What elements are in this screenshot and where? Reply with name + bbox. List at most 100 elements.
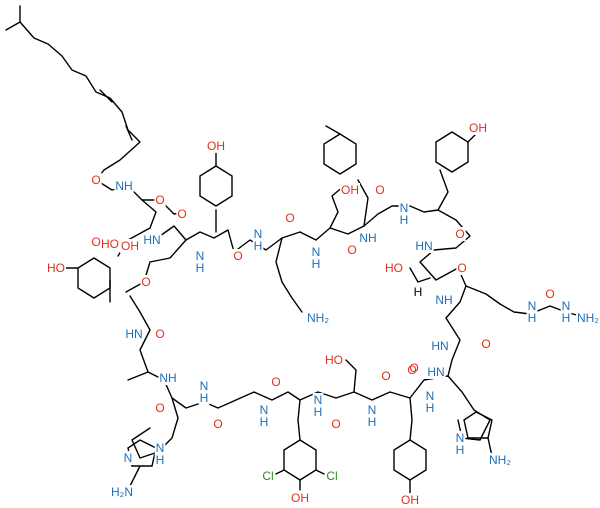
atom-label: O (177, 207, 186, 221)
label-backing-rect (560, 311, 572, 325)
atom-label: HN (125, 327, 142, 341)
label-backing-rect (100, 237, 120, 251)
atom-label: O (481, 337, 490, 351)
label-backing-rect (306, 311, 331, 325)
phenyl-ring (435, 131, 469, 173)
label-backing-rect (198, 391, 210, 405)
atom-labels: O NH O HO O OH HN O OH O N H O N H O NH₂… (47, 121, 599, 507)
atom-label: OH (291, 491, 309, 505)
phenyl-ring (77, 257, 111, 299)
label-backing-rect (424, 401, 436, 415)
label-backing-rect (110, 485, 134, 499)
atom-label: H (426, 401, 435, 415)
label-backing-rect (374, 183, 386, 197)
atom-label: O (455, 227, 464, 241)
backbone-bond (409, 267, 431, 283)
atom-label: Cl (262, 469, 273, 483)
atom-label: OH (121, 239, 139, 253)
backbone-bond (129, 295, 461, 409)
atom-label: HO (385, 261, 403, 275)
double-bond-line (125, 125, 133, 141)
atom-label: N (200, 379, 209, 393)
label-backing-rect (480, 337, 492, 351)
atom-label: H (312, 257, 321, 271)
atom-label: NH (159, 371, 176, 385)
label-backing-rect (270, 375, 282, 389)
backbone-bond (345, 359, 357, 393)
atom-label: NH₂ (307, 311, 329, 325)
atom-label: H (314, 405, 323, 419)
atom-label: NH (359, 231, 376, 245)
label-backing (46, 121, 600, 507)
label-backing-rect (380, 369, 392, 383)
atom-label: O (155, 401, 164, 415)
atom-label: H (200, 391, 209, 405)
label-backing-rect (154, 441, 166, 455)
atom-label: OH (207, 139, 225, 153)
label-backing-rect (384, 261, 404, 275)
backbone-bond (357, 179, 369, 227)
atom-label: HN (415, 239, 432, 253)
atom-label: N (528, 299, 537, 313)
atom-label: O (545, 287, 554, 301)
atom-label: HN (427, 365, 444, 379)
label-backing-rect (154, 453, 166, 467)
label-backing-rect (120, 239, 140, 253)
atom-label: HN (143, 233, 160, 247)
atom-label: O (155, 327, 164, 341)
atom-label: N (456, 431, 465, 445)
atom-label: Cl (326, 469, 337, 483)
atom-label: O (409, 361, 418, 375)
atom-label: HN (431, 339, 448, 353)
atom-label: NH (435, 293, 452, 307)
atom-label: H (528, 311, 537, 325)
atom-label: H₂N (111, 485, 133, 499)
phenyl-ring (323, 133, 357, 175)
atom-label: NH₂ (577, 311, 599, 325)
backbone-bond (437, 169, 449, 211)
label-backing-rect (258, 415, 270, 429)
label-backing-rect (366, 403, 378, 417)
label-backing-rect (426, 365, 446, 379)
atom-label: H (368, 415, 377, 429)
atom-label: O (271, 375, 280, 389)
atom-label: HO (325, 353, 343, 367)
label-backing-rect (366, 415, 378, 429)
label-backing-rect (232, 249, 244, 263)
ring-to-substituent-bond (325, 125, 341, 135)
atom-label: O (381, 369, 390, 383)
label-backing-rect (330, 417, 342, 431)
atom-label: H (156, 453, 165, 467)
label-backing-rect (544, 287, 556, 301)
label-backing-rect (154, 327, 166, 341)
ring-to-substituent-bond (315, 469, 325, 475)
phenyl-ring (393, 439, 427, 481)
label-backing-rect (434, 293, 454, 307)
atom-label: HO (47, 261, 65, 275)
label-backing-rect (194, 249, 206, 263)
backbone-bond (447, 375, 491, 441)
label-backing-rect (424, 389, 436, 403)
label-backing-rect (206, 139, 226, 153)
label-backing-rect (46, 261, 66, 275)
atom-label: N (562, 299, 571, 313)
label-backing-rect (526, 299, 538, 313)
atom-label: N (368, 403, 377, 417)
label-backing-rect (90, 173, 102, 187)
atom-label: N (314, 393, 323, 407)
atom-label: O (155, 193, 164, 207)
backbone-bond (275, 237, 303, 313)
backbone-bond (297, 399, 301, 441)
label-backing-rect (258, 403, 270, 417)
label-backing-rect (454, 431, 466, 445)
label-backing-rect (212, 417, 224, 431)
label-backing-rect (290, 491, 310, 505)
phenyl-ring (199, 165, 233, 207)
atom-label: N (156, 441, 165, 455)
label-backing-rect (454, 443, 466, 457)
label-backing-rect (488, 453, 513, 467)
label-backing-rect (430, 339, 450, 353)
dichlorophenyl-ring (283, 439, 317, 481)
atom-label: O (407, 363, 416, 377)
